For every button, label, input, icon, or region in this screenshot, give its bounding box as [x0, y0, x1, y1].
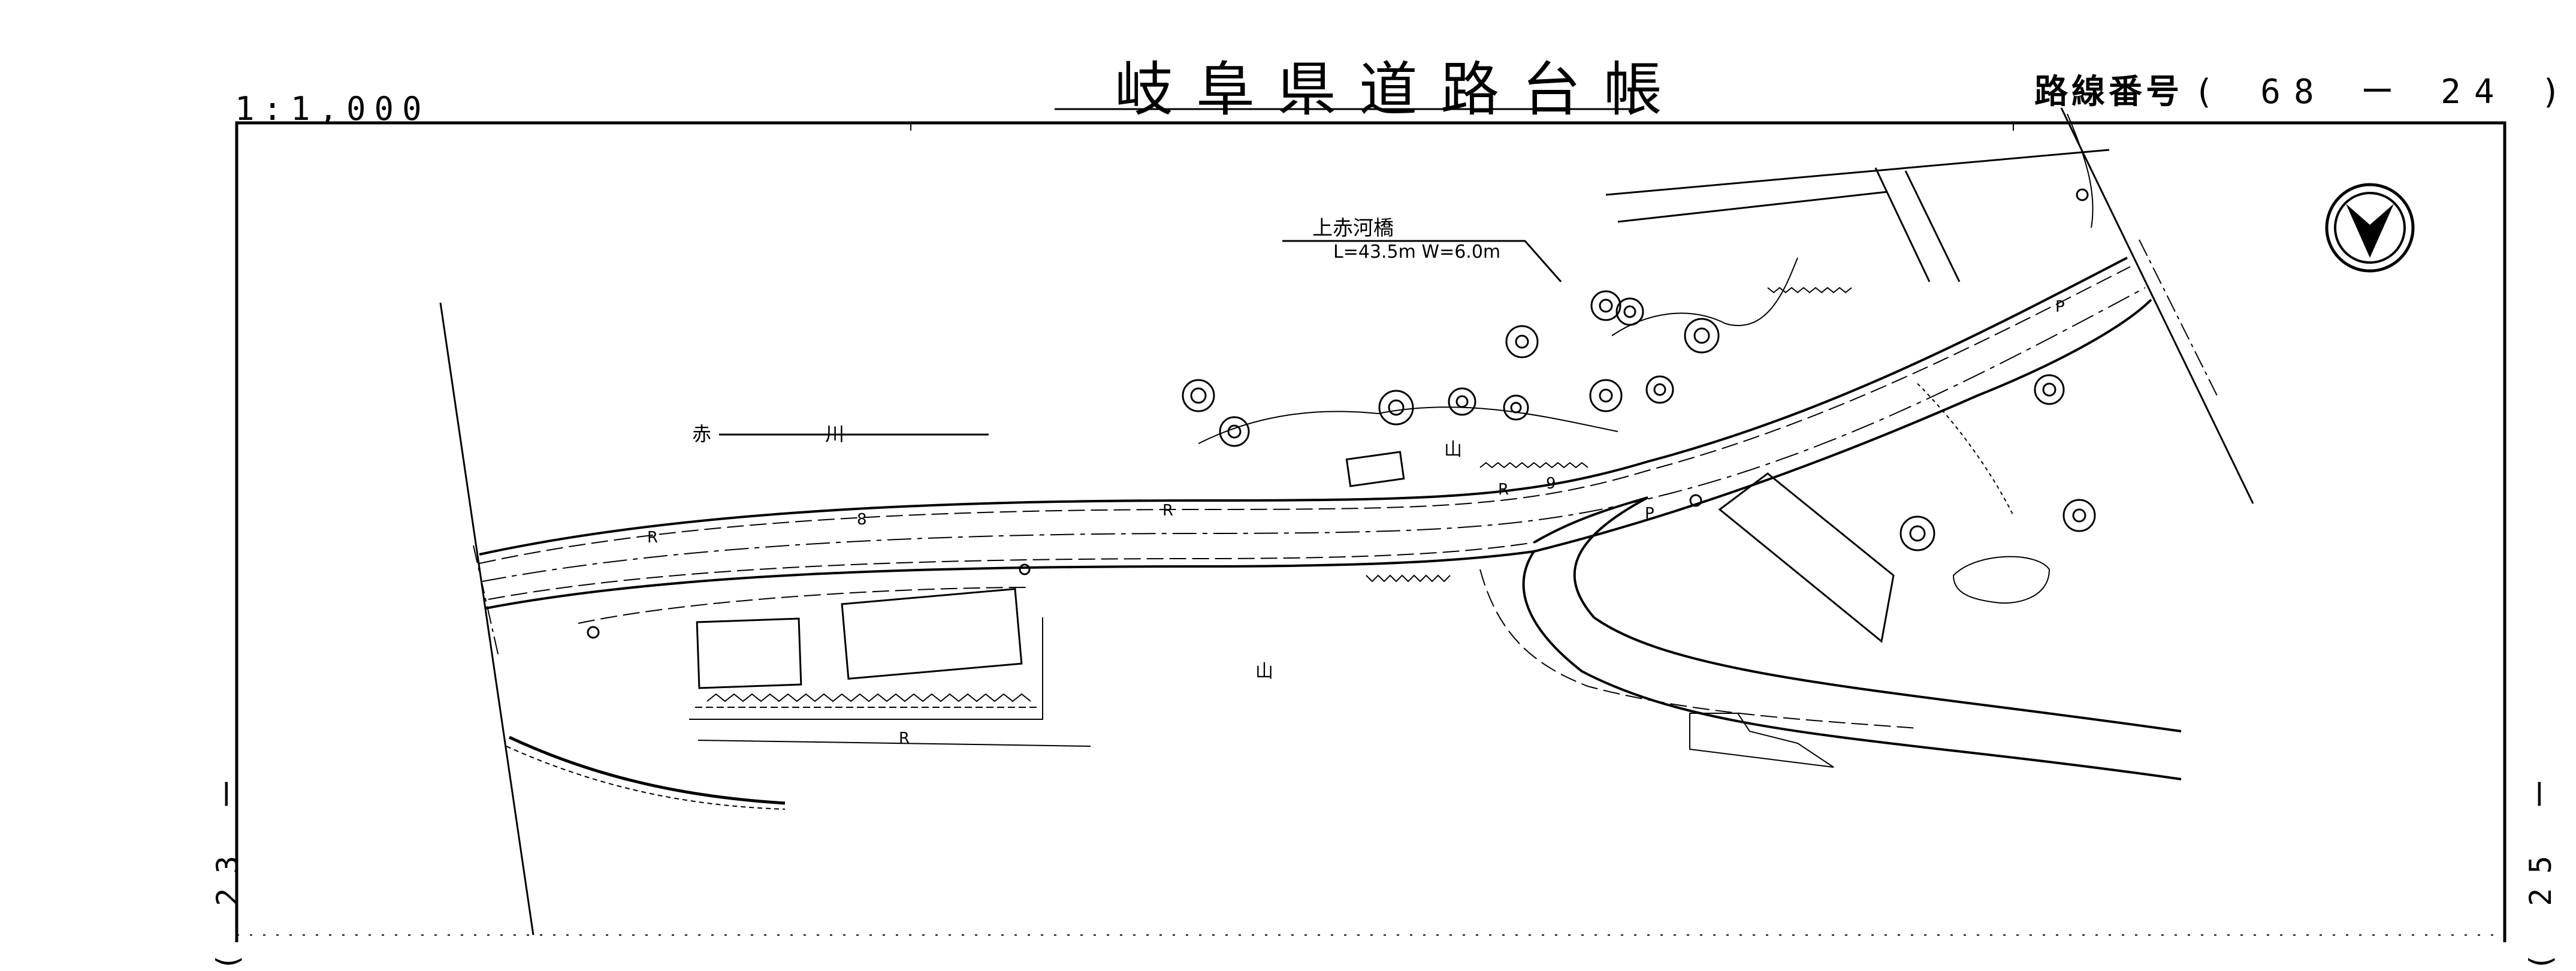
- building: [1718, 472, 1895, 643]
- tree-icons: [1182, 290, 2096, 551]
- bridge-dimensions: L=43.5m W=6.0m: [1333, 242, 1500, 263]
- branch-road-west-edge: [1522, 550, 2182, 780]
- retaining-wall: [508, 735, 786, 805]
- map-title: 岐阜県道路台帳: [1115, 56, 1686, 124]
- route-number-value: ( 68 ー 24 ): [2193, 73, 2574, 111]
- field-symbol: R: [899, 729, 910, 747]
- tree-icon: [1219, 416, 1250, 447]
- road-marker: R: [1162, 502, 1173, 520]
- road-marker: P: [2055, 298, 2065, 316]
- road-marker: 8: [857, 511, 867, 529]
- tree-icon: [1899, 515, 1935, 551]
- tree-icon: [1590, 290, 1621, 321]
- building: [696, 617, 802, 689]
- tree-icon: [1645, 375, 1674, 404]
- tree-icon: [2034, 374, 2065, 405]
- bridge-name: 上赤河橋: [1312, 216, 1394, 240]
- tree-icon: [2062, 499, 2096, 532]
- road-centerline: [482, 287, 2146, 582]
- building: [841, 587, 1023, 680]
- tree-icon: [1589, 379, 1623, 412]
- road-marker: P: [1645, 505, 1654, 523]
- road-marker: 9: [1546, 475, 1556, 493]
- road-marker: R: [647, 529, 658, 547]
- boundary-line-left: [439, 302, 534, 936]
- mountain-symbol: 山: [1255, 661, 1273, 682]
- building: [1345, 451, 1405, 487]
- tree-icon: [1448, 387, 1476, 416]
- tree-icon: [1503, 394, 1529, 421]
- road-north-edge: [479, 257, 2128, 556]
- pond: [1952, 556, 2050, 604]
- map-frame: [235, 121, 2506, 942]
- route-number-label: 路線番号: [2034, 73, 2183, 111]
- slope-hatching: [706, 693, 1031, 702]
- road-marker: R: [1498, 481, 1509, 499]
- tree-icon: [1505, 325, 1539, 358]
- river-label: 赤 川: [692, 423, 898, 445]
- branch-road-east-edge: [1533, 496, 2182, 732]
- mountain-symbol: 山: [1444, 439, 1462, 460]
- north-arrow-icon: [2325, 183, 2415, 273]
- route-number: 路線番号 ( 68 ー 24 ): [2034, 65, 2574, 113]
- road-map-canvas: 上赤河橋 L=43.5m W=6.0m 赤 川 山 山 R R 8 R 9 P …: [235, 107, 2506, 942]
- tree-icon: [1378, 390, 1414, 426]
- road-south-edge: [485, 298, 2152, 610]
- bridge-leader: [1282, 240, 1562, 282]
- tree-icon: [1182, 379, 1215, 412]
- tree-icon: [1615, 297, 1644, 326]
- tree-icon: [1684, 318, 1720, 354]
